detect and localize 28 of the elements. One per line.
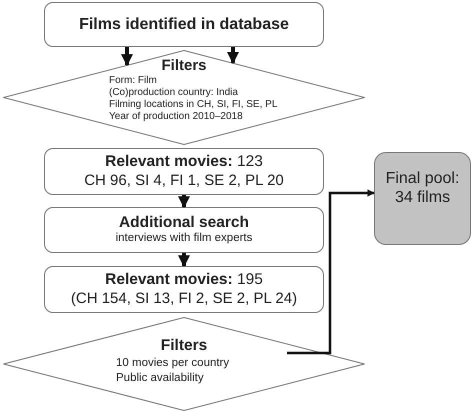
heading-text: Filters bbox=[160, 337, 208, 356]
criterion-text: Public availability bbox=[116, 370, 204, 386]
heading-text: Additional search bbox=[118, 214, 250, 232]
body-text: (CH 154, SI 13, FI 2, SE 2, PL 24) bbox=[70, 290, 298, 308]
criterion-text: 10 movies per country bbox=[116, 356, 230, 371]
criterion-text: Filming locations in CH, SI, FI, SE, PL bbox=[109, 99, 278, 111]
heading-text: Filters bbox=[161, 57, 206, 75]
body-text: interviews with film experts bbox=[116, 232, 252, 246]
process-box bbox=[44, 148, 324, 195]
criterion-text: (Co)production country: India bbox=[109, 87, 238, 99]
criterion-text: Year of production 2010–2018 bbox=[109, 111, 243, 123]
process-box bbox=[44, 207, 324, 253]
arrow bbox=[287, 189, 375, 354]
decision-diamond bbox=[3, 317, 365, 411]
heading-text: Films identified in database bbox=[79, 14, 289, 34]
process-box bbox=[44, 2, 324, 47]
heading-text: Relevant movies: 195 bbox=[105, 271, 263, 290]
process-box bbox=[44, 266, 324, 313]
arrow bbox=[227, 47, 239, 64]
decision-diamond bbox=[3, 50, 365, 145]
body-text: CH 96, SI 4, FI 1, SE 2, PL 20 bbox=[84, 172, 284, 190]
arrow bbox=[121, 47, 133, 66]
arrow bbox=[178, 195, 190, 208]
criterion-text: Form: Film bbox=[109, 75, 157, 87]
result-box bbox=[374, 152, 471, 245]
heading-text: Relevant movies: 123 bbox=[105, 153, 263, 172]
heading-text: Final pool: 34 films bbox=[384, 169, 460, 208]
arrow bbox=[178, 253, 190, 268]
